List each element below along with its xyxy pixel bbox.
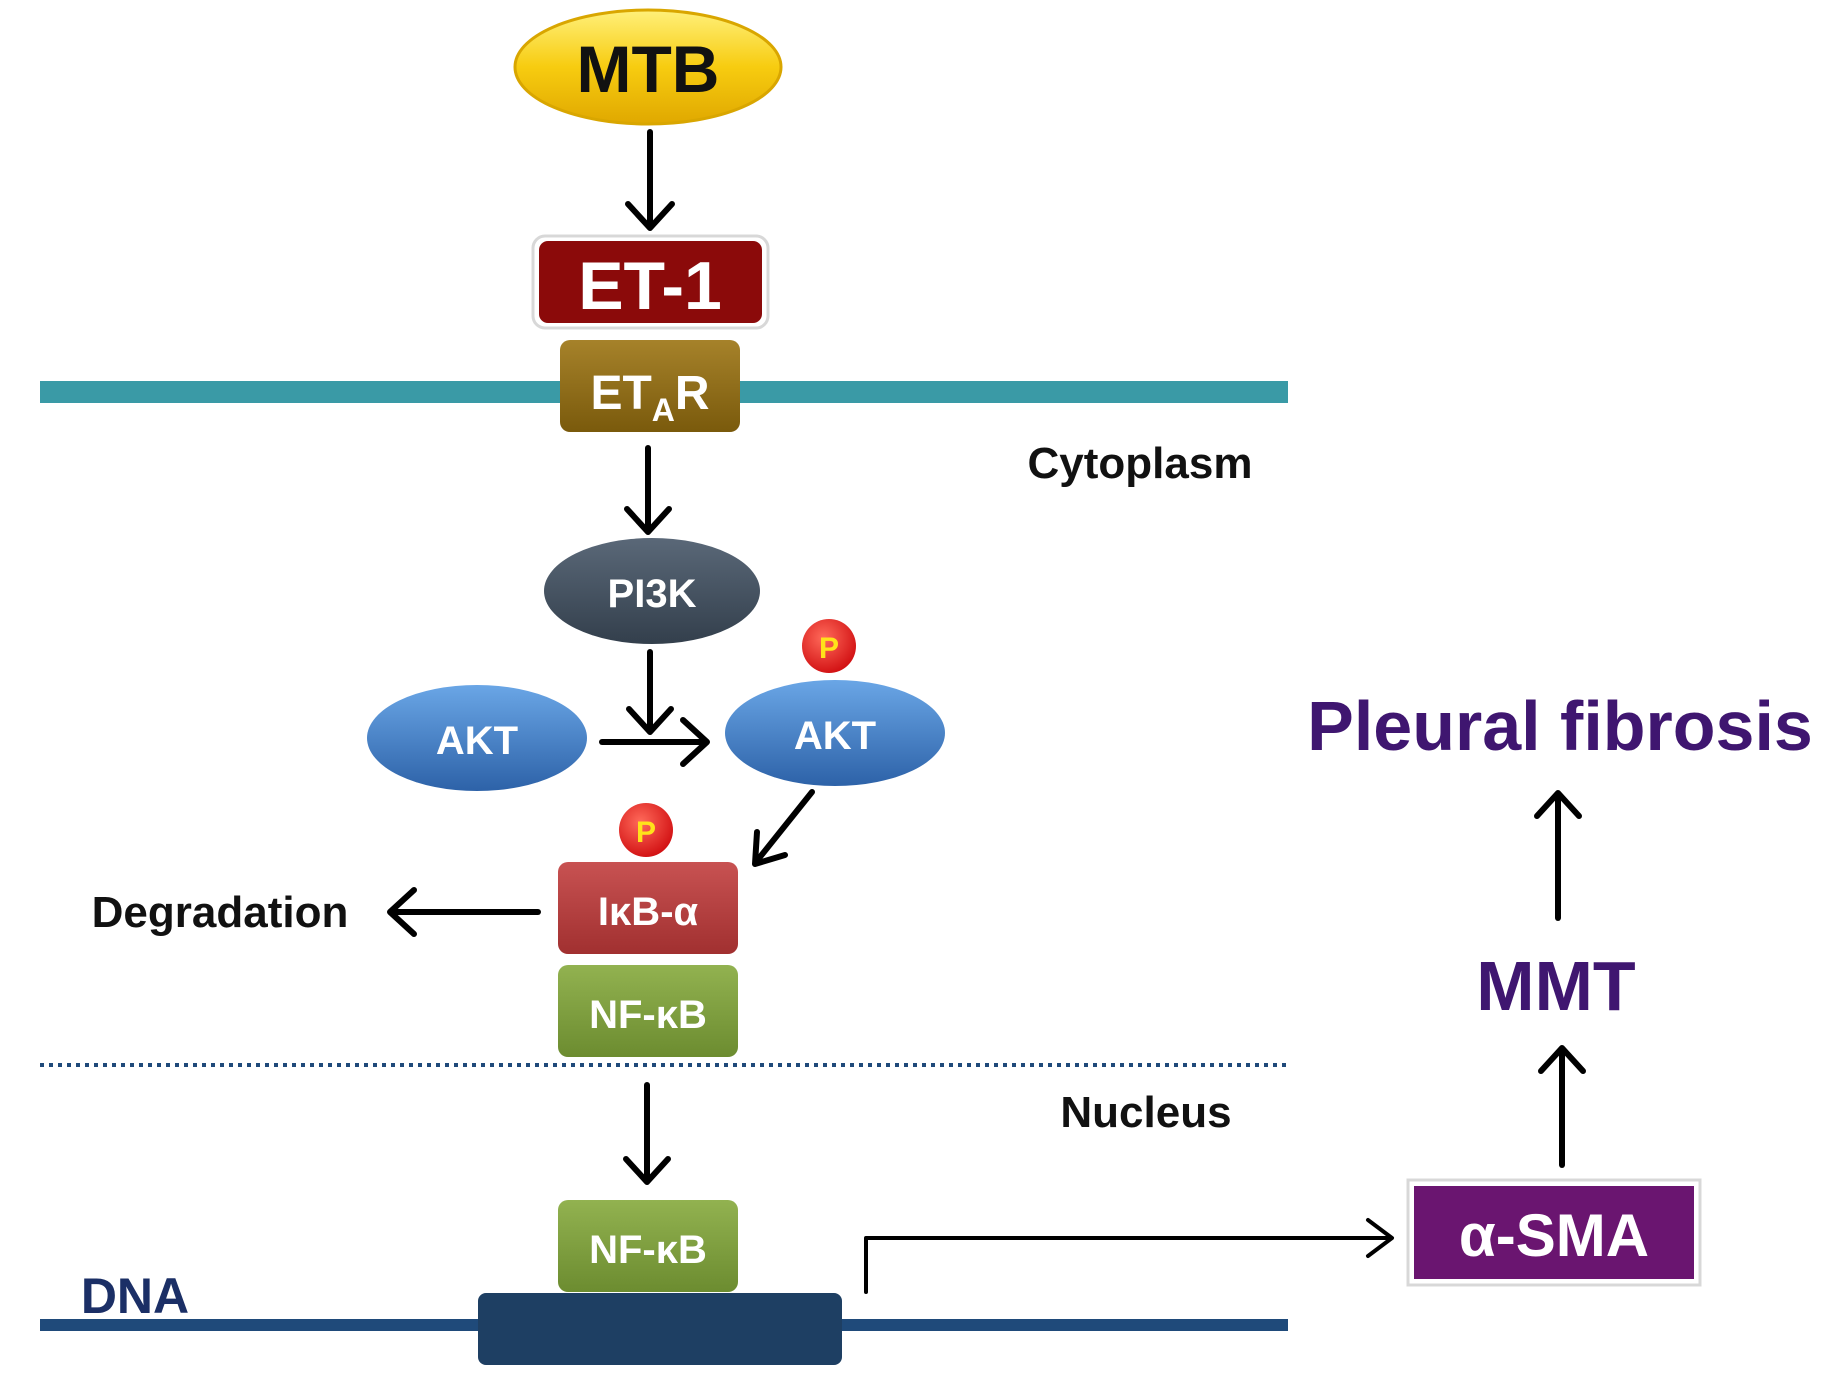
nfkb-nucleus-node: NF-κB	[558, 1200, 738, 1292]
et1-node: ET-1	[531, 234, 770, 330]
mtb-label: MTB	[577, 32, 720, 106]
etar-node: ETAR	[560, 340, 740, 432]
mmt-label: MMT	[1476, 947, 1635, 1025]
asma-node: α-SMA	[1406, 1178, 1702, 1287]
etar-label: ETAR	[590, 367, 709, 428]
nfkb-cytoplasm-node: NF-κB	[558, 965, 738, 1057]
cytoplasm-label: Cytoplasm	[1028, 439, 1253, 488]
nfkb-cytoplasm-label: NF-κB	[589, 993, 707, 1037]
asma-label: α-SMA	[1459, 1202, 1649, 1269]
phospho-marker-akt-label: P	[819, 632, 839, 665]
nfkb-nucleus-label: NF-κB	[589, 1228, 707, 1272]
pi3k-label: PI3K	[608, 572, 697, 616]
akt-phosphorylated-label: AKT	[794, 714, 876, 758]
arrow-transcription-to-asma	[864, 1218, 1394, 1294]
ikb-alpha-label: IκB-α	[598, 890, 699, 934]
phospho-marker-akt: P	[802, 619, 856, 673]
arrow-akt-to-ikb	[752, 789, 815, 867]
phospho-marker-ikb-label: P	[636, 816, 656, 849]
arrow-to-degradation	[387, 887, 541, 937]
arrow-nfkb-translocation	[623, 1082, 671, 1185]
arrow-etar-to-pi3k	[624, 445, 672, 535]
pleural-fibrosis-label: Pleural fibrosis	[1307, 687, 1813, 765]
phospho-marker-ikb: P	[619, 803, 673, 857]
dna-gene-block	[478, 1293, 842, 1365]
arrow-pi3k-down	[626, 649, 674, 735]
arrow-mmt-to-fibrosis	[1534, 790, 1582, 921]
pi3k-node: PI3K	[544, 538, 760, 644]
et1-label: ET-1	[578, 248, 722, 324]
ikb-alpha-node: IκB-α	[558, 862, 738, 954]
arrow-akt-activation	[599, 717, 710, 767]
arrow-asma-to-mmt	[1538, 1045, 1586, 1168]
akt-label: AKT	[436, 719, 518, 763]
dna-label: DNA	[81, 1268, 189, 1324]
degradation-label: Degradation	[92, 888, 349, 937]
akt-node: AKT	[367, 685, 587, 791]
nucleus-label: Nucleus	[1060, 1088, 1231, 1137]
akt-phosphorylated-node: AKT	[725, 680, 945, 786]
mtb-node: MTB	[513, 8, 783, 126]
arrow-mtb-to-et1	[625, 129, 675, 231]
